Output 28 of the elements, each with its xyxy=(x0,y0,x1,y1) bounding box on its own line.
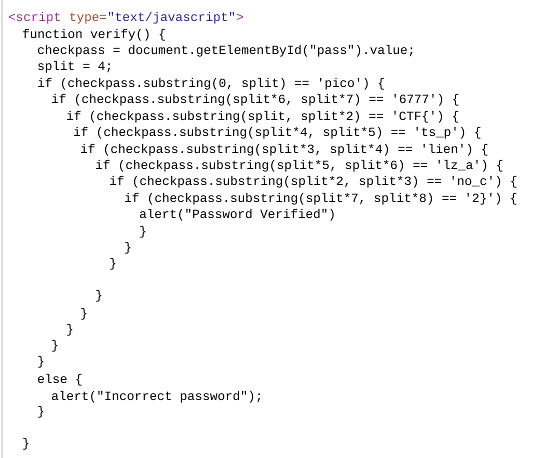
code-line: if (checkpass.substring(0, split) == 'pico') { xyxy=(38,78,384,90)
code-line: alert("Password Verified") xyxy=(140,208,334,221)
code-line: } xyxy=(96,290,102,302)
code-line: } xyxy=(38,356,44,368)
code-line: "text/javascript" xyxy=(108,12,234,24)
code-line: } xyxy=(110,258,116,270)
code-line: if (checkpass.substring(split*6, split*7) == '6777') { xyxy=(52,94,458,106)
code-line: if (checkpass.substring(split*2, split*3) == 'no_c') { xyxy=(110,176,516,188)
code-line: } xyxy=(67,324,72,336)
code-line: split = 4; xyxy=(38,60,110,73)
code-line: else { xyxy=(38,374,82,386)
code-line: checkpass = document.getElementById("pass").value; xyxy=(38,44,412,57)
code-line: } xyxy=(140,226,146,238)
code-line: } xyxy=(81,308,86,320)
code-line: if (checkpass.substring(split*4, split*5) == 'ts_p') { xyxy=(74,126,480,139)
code-line: function verify() { xyxy=(23,28,165,41)
code-line: <script xyxy=(8,12,60,24)
code-line: > xyxy=(236,14,244,20)
code-line: if (checkpass.substring(split*5, split*6) == 'lz_a') { xyxy=(96,160,502,172)
code-line: } xyxy=(23,438,28,450)
code-line: alert("Incorrect password"); xyxy=(52,390,260,403)
code-line: type= xyxy=(70,12,106,24)
code-line: } xyxy=(52,340,58,352)
code-line: if (checkpass.substring(split*7, split*8) == '2}') { xyxy=(125,192,516,205)
code-line: } xyxy=(38,406,44,418)
code-line: if (checkpass.substring(split*3, split*4) == 'lien') { xyxy=(81,144,488,156)
code-line: if (checkpass.substring(split, split*2) == 'CTF{') { xyxy=(67,110,458,123)
code-line: } xyxy=(125,242,130,254)
